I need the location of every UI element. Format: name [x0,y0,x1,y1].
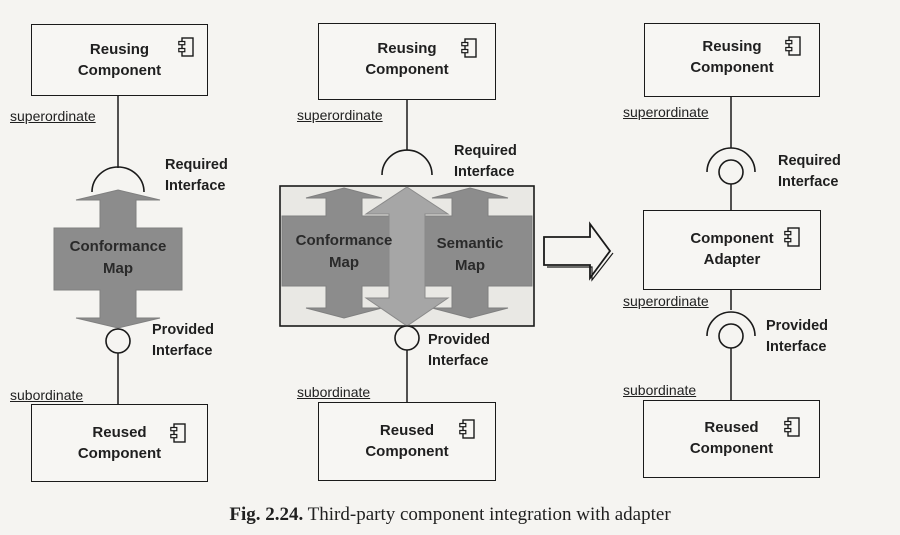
left-reused-component-box: Reused Component [31,404,208,482]
right-superordinate-top-label: superordinate [623,104,709,120]
conformance-map-arrow [281,187,407,319]
provided-interface-ball [105,328,131,354]
provided-interface-ball [718,323,744,349]
right-reused-component-box: Reused Component [643,400,820,478]
left-subordinate-label: subordinate [10,387,84,403]
component-adapter-box: Component Adapter [643,210,821,290]
component-icon [178,37,194,57]
provided-interface-ball [394,325,420,351]
right-reusing-component-box: Reusing Component [644,23,820,97]
right-panel-connectors [706,95,756,400]
middle-superordinate-label: superordinate [297,107,383,123]
middle-panel-connectors [279,100,535,402]
figure-caption: Fig. 2.24. Third-party component integra… [0,504,900,526]
component-icon [784,227,800,247]
provided-interface-socket [706,311,756,337]
left-required-interface-label: Required Interface [165,157,228,194]
middle-required-interface-label: Required Interface [454,143,517,180]
left-superordinate-label: superordinate [10,108,96,124]
right-subordinate-label: subordinate [623,382,697,398]
required-interface-ball [718,159,744,185]
figure-number: Fig. 2.24. [229,504,304,525]
required-interface-socket [706,147,756,173]
semantic-map-arrow [407,187,533,319]
right-superordinate-mid-label: superordinate [623,293,709,309]
component-icon [170,423,186,443]
component-icon [784,417,800,437]
middle-conformance-map-label: Conformance Map [295,232,393,271]
transition-arrow-shadow [547,252,614,282]
component-icon [785,36,801,56]
left-conformance-map-label: Conformance Map [69,238,167,277]
required-interface-socket [91,166,145,193]
component-icon [459,419,475,439]
right-required-interface-label: Required Interface [778,153,841,190]
left-panel-connectors [53,96,183,404]
left-provided-interface-label: Provided Interface [152,322,215,359]
left-reusing-component-box: Reusing Component [31,24,208,96]
right-provided-interface-label: Provided Interface [766,318,829,355]
middle-reused-component-box: Reused Component [318,402,496,481]
required-interface-socket [381,149,433,176]
component-icon [461,38,477,58]
middle-semantic-map-label: Semantic Map [436,235,504,274]
middle-subordinate-label: subordinate [297,384,371,400]
middle-reusing-component-box: Reusing Component [318,23,496,100]
middle-provided-interface-label: Provided Interface [428,332,491,369]
conformance-map-arrow [53,189,183,329]
caption-text: Third-party component integration with a… [307,504,671,525]
transition-arrow [543,221,612,281]
